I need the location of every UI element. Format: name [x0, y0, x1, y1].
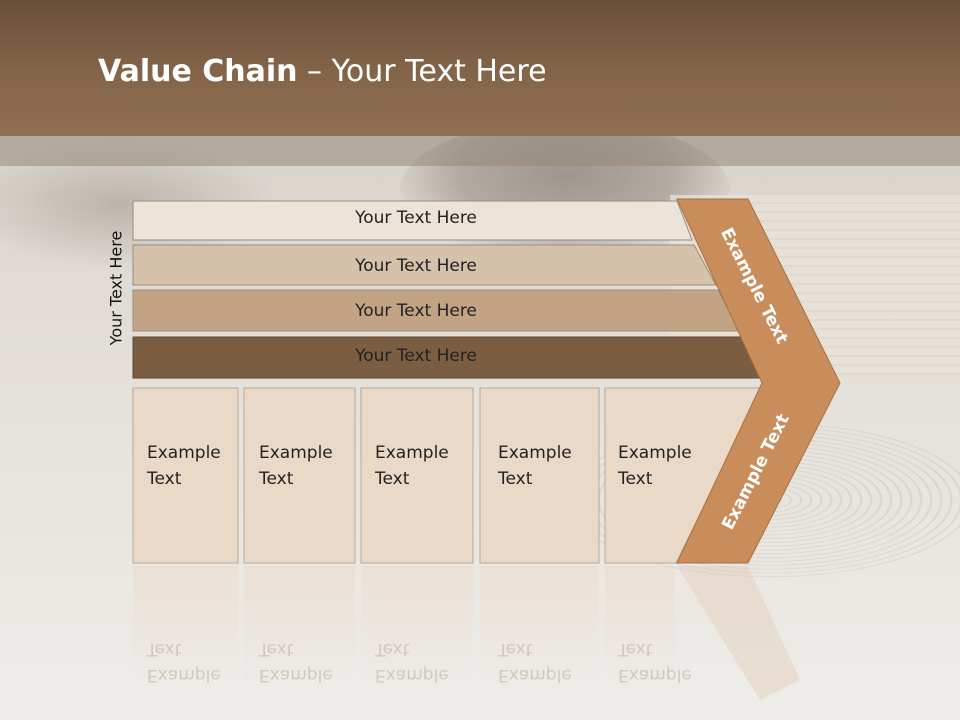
row-label-1: Your Text Here [355, 208, 477, 228]
row-label-2: Your Text Here [355, 256, 477, 276]
row-label-3: Your Text Here [355, 301, 477, 321]
title-bar-band [0, 136, 960, 166]
title-bar [0, 0, 960, 136]
slide-title-bold: Value Chain [98, 54, 298, 89]
column-box-5[interactable] [604, 387, 763, 564]
column-reflection [361, 566, 473, 686]
column-box-1[interactable] [132, 387, 239, 564]
column-reflection [244, 566, 355, 686]
column-reflection [605, 566, 675, 686]
column-box-4[interactable] [479, 387, 600, 564]
slide-title-rest: – Your Text Here [297, 54, 547, 89]
column-box-2[interactable] [243, 387, 356, 564]
column-reflection [480, 566, 599, 686]
chain-row-2[interactable] [132, 244, 717, 286]
row-label-4: Your Text Here [355, 346, 477, 366]
arrow-reflection [677, 566, 800, 700]
column-reflection [133, 566, 238, 686]
value-chain-arrow[interactable] [676, 198, 841, 564]
chain-row-1[interactable] [132, 200, 693, 241]
column-box-3[interactable] [360, 387, 474, 564]
slide-title[interactable]: Value Chain – Your Text Here [98, 54, 547, 89]
